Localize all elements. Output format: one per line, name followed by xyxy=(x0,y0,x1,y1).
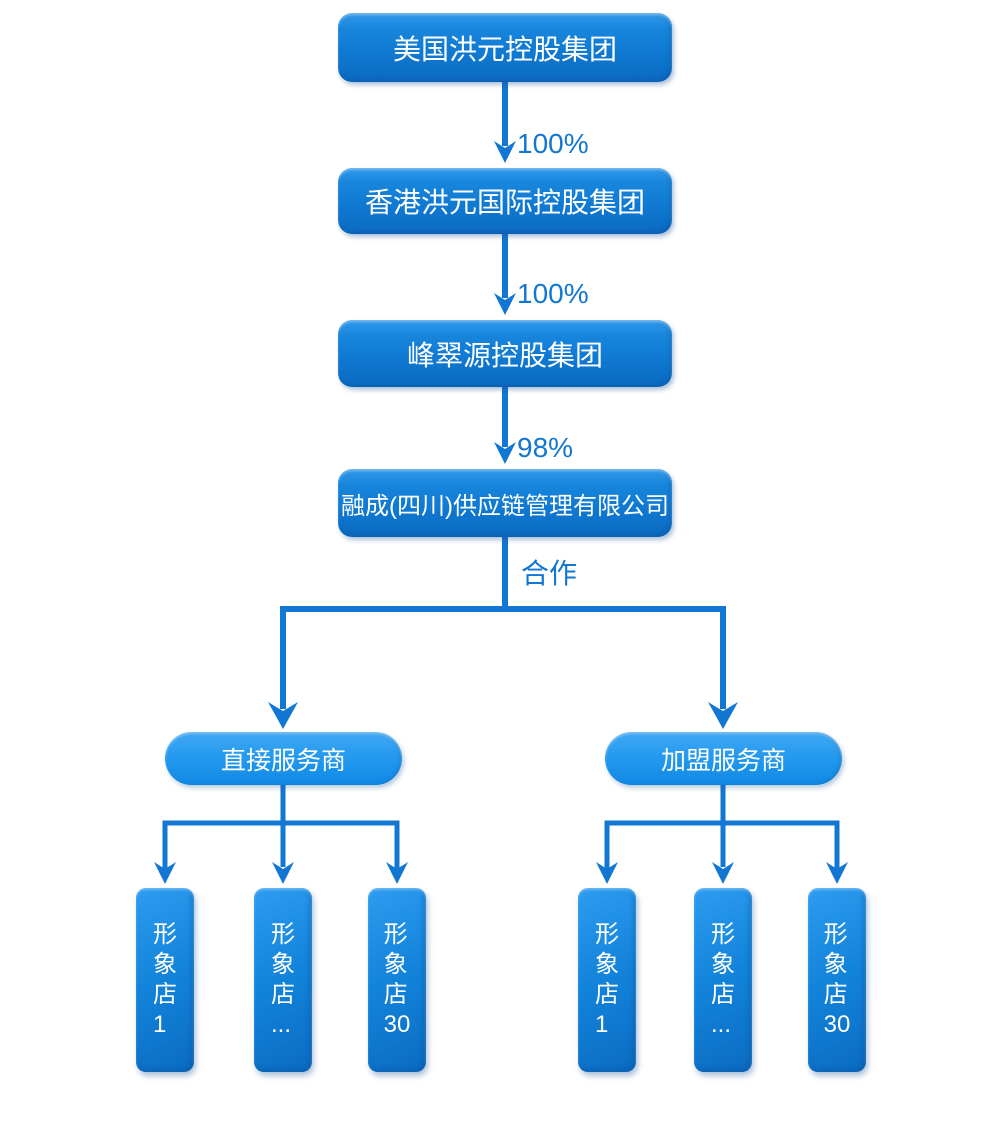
store-node-label: 形 象 店 30 xyxy=(383,921,411,1038)
org-node-label: 峰翠源控股集团 xyxy=(406,339,603,371)
store-node-label: 形 象 店 ... xyxy=(711,921,735,1038)
store-node-franchise-ellipsis: 形 象 店 ... xyxy=(694,888,752,1072)
store-node-direct-ellipsis: 形 象 店 ... xyxy=(254,888,312,1072)
arrowhead-icon xyxy=(272,862,294,884)
ownership-label-us-to-hk: 100% xyxy=(517,128,589,159)
arrowhead-icon xyxy=(596,862,618,884)
store-node-direct-1: 形 象 店 1 xyxy=(136,888,194,1072)
arrowhead-icon xyxy=(386,862,408,884)
org-node-fengcuiyuan-holding: 峰翠源控股集团 xyxy=(338,320,672,387)
ownership-label-hk-to-fcy: 100% xyxy=(517,278,589,309)
branch-node-label: 加盟服务商 xyxy=(660,746,786,775)
edge-direct-rail xyxy=(162,820,400,869)
edge-franchise-rail xyxy=(604,820,840,869)
org-node-rongcheng-sichuan: 融成(四川)供应链管理有限公司 xyxy=(338,469,672,537)
branch-node-direct-provider: 直接服务商 xyxy=(165,732,402,785)
edge-branch-rail xyxy=(280,606,726,709)
arrowhead-icon xyxy=(154,862,176,884)
branch-node-label: 直接服务商 xyxy=(220,746,346,775)
arrowhead-icon xyxy=(268,702,298,729)
org-node-label: 融成(四川)供应链管理有限公司 xyxy=(341,492,669,520)
org-node-label: 香港洪元国际控股集团 xyxy=(364,187,645,218)
store-node-label: 形 象 店 1 xyxy=(153,921,177,1038)
store-node-franchise-30: 形 象 店 30 xyxy=(808,888,866,1072)
arrowhead-icon xyxy=(708,702,738,729)
arrowhead-icon xyxy=(826,862,848,884)
arrowhead-icon xyxy=(494,293,516,315)
cooperation-edge-label: 合作 xyxy=(521,558,578,589)
arrowhead-icon xyxy=(494,442,516,464)
store-node-franchise-1: 形 象 店 1 xyxy=(578,888,636,1072)
store-node-label: 形 象 店 ... xyxy=(271,921,295,1038)
ownership-label-fcy-to-rc: 98% xyxy=(517,432,574,463)
org-node-us-holding: 美国洪元控股集团 xyxy=(338,13,672,82)
branch-node-franchise-provider: 加盟服务商 xyxy=(605,732,842,785)
org-node-label: 美国洪元控股集团 xyxy=(392,33,617,65)
org-node-hk-holding: 香港洪元国际控股集团 xyxy=(338,168,672,234)
arrowhead-icon xyxy=(494,141,516,163)
arrowhead-icon xyxy=(712,862,734,884)
store-node-label: 形 象 店 1 xyxy=(595,921,619,1038)
store-node-label: 形 象 店 30 xyxy=(823,921,851,1038)
store-node-direct-30: 形 象 店 30 xyxy=(368,888,426,1072)
